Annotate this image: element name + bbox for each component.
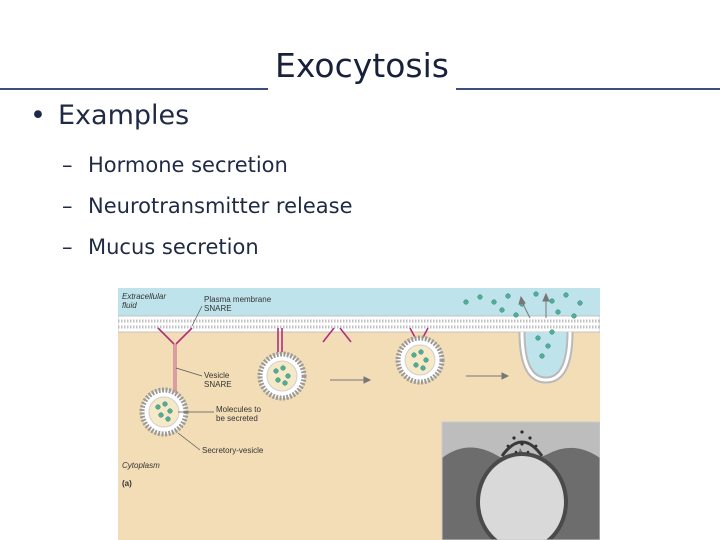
plasma-membrane-snares bbox=[157, 327, 429, 352]
secretory-vesicle-2 bbox=[257, 351, 307, 401]
label-plasma-membrane: Plasma membrane bbox=[204, 295, 272, 304]
label-fluid: fluid bbox=[122, 301, 137, 310]
title-rule-right bbox=[456, 88, 720, 90]
slide-title: Exocytosis bbox=[275, 46, 449, 85]
exocytosis-diagram: Extracellular fluid Plasma membrane SNAR… bbox=[118, 288, 600, 540]
main-bullet-text: Examples bbox=[58, 100, 190, 131]
exocytosis-figure: Extracellular fluid Plasma membrane SNAR… bbox=[118, 288, 600, 540]
sub-bullet-item: –Hormone secretion bbox=[62, 145, 353, 186]
electron-micrograph bbox=[441, 421, 600, 540]
label-snare-top: SNARE bbox=[204, 304, 232, 313]
label-molecules: Molecules to bbox=[216, 405, 261, 414]
sub-bullet-dash: – bbox=[62, 153, 73, 177]
sub-bullet-text: Hormone secretion bbox=[88, 153, 288, 177]
sub-bullet-list: –Hormone secretion –Neurotransmitter rel… bbox=[62, 145, 353, 268]
main-bullet: • Examples bbox=[30, 98, 189, 134]
sub-bullet-item: –Neurotransmitter release bbox=[62, 186, 353, 227]
secreted-molecules bbox=[155, 291, 583, 422]
label-vesicle: Vesicle bbox=[204, 371, 230, 380]
label-vesicle-snare: SNARE bbox=[204, 380, 232, 389]
sub-bullet-dash: – bbox=[62, 235, 73, 259]
label-extracellular: Extracellular bbox=[122, 292, 166, 301]
sub-bullet-item: –Mucus secretion bbox=[62, 227, 353, 268]
label-panel-a: (a) bbox=[122, 479, 132, 488]
title-rule-left bbox=[0, 88, 268, 90]
secretory-vesicle-3 bbox=[395, 335, 445, 385]
bullet-dot: • bbox=[30, 100, 46, 131]
process-arrows bbox=[330, 292, 550, 384]
label-secreted: be secreted bbox=[216, 414, 258, 423]
sub-bullet-text: Neurotransmitter release bbox=[88, 194, 353, 218]
label-cytoplasm: Cytoplasm bbox=[122, 461, 160, 470]
sub-bullet-dash: – bbox=[62, 194, 73, 218]
label-secretory-vesicle: Secretory-vesicle bbox=[202, 446, 264, 455]
sub-bullet-text: Mucus secretion bbox=[88, 235, 259, 259]
